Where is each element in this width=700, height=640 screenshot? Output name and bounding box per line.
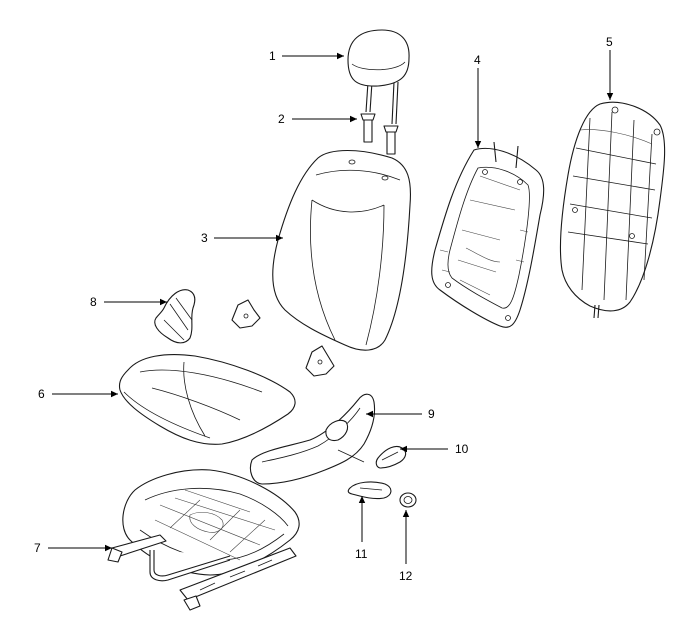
- callout-7: 7: [34, 541, 41, 555]
- callout-8: 8: [90, 295, 97, 309]
- part-headrest-guides: [360, 113, 399, 155]
- callout-12: 12: [399, 569, 413, 583]
- callout-1: 1: [269, 49, 276, 63]
- part-recliner-lever: [375, 445, 407, 469]
- callout-labels: 1 2 3 4 5 6 7 8 9 10 11 12: [34, 35, 613, 583]
- callout-9: 9: [428, 407, 435, 421]
- part-seatback-cushion: [272, 150, 412, 351]
- callout-3: 3: [201, 231, 208, 245]
- part-seat-cushion: [118, 353, 296, 445]
- part-headrest: [347, 29, 410, 125]
- callout-10: 10: [455, 442, 469, 456]
- callout-5: 5: [606, 35, 613, 49]
- part-seat-frame-track: [107, 469, 300, 611]
- part-seat-side-shield: [249, 393, 376, 485]
- callout-11: 11: [355, 547, 368, 561]
- callout-4: 4: [474, 53, 481, 67]
- part-knob-cap: [399, 492, 417, 508]
- part-seatback-cover: [559, 101, 666, 319]
- callout-2: 2: [278, 112, 285, 126]
- part-height-lever: [347, 481, 392, 500]
- part-side-cover: [154, 289, 196, 344]
- part-small-brackets: [231, 299, 335, 377]
- leader-lines: [48, 50, 614, 564]
- part-seatback-frame: [431, 141, 545, 328]
- callout-6: 6: [38, 387, 45, 401]
